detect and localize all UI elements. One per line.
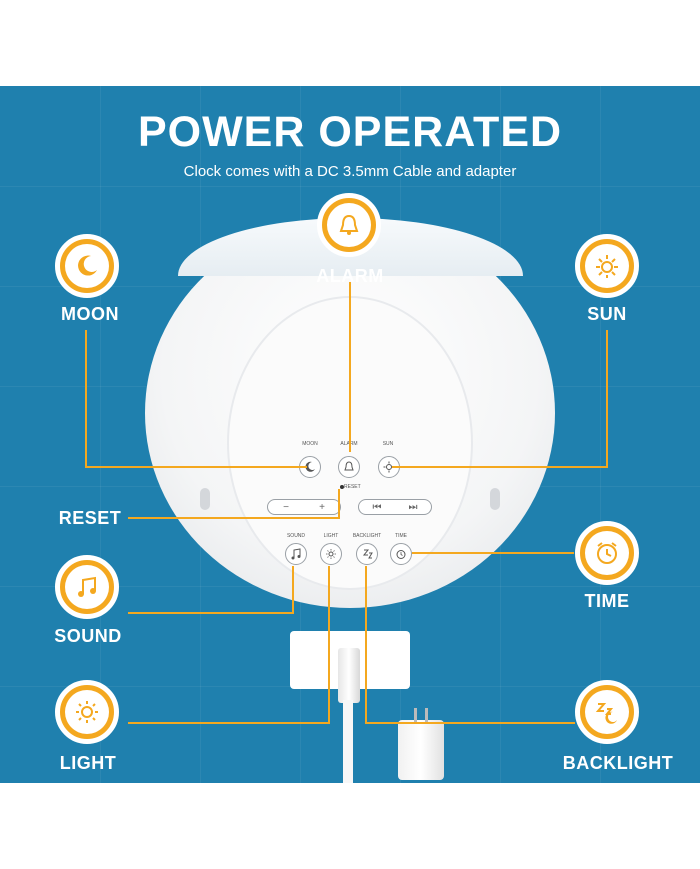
device-track-pill[interactable]: ⏮ ⏭ [358, 499, 432, 515]
light-bulb-icon [76, 701, 98, 723]
moon-feature-badge [55, 234, 119, 298]
connector-sun-vertical [606, 330, 608, 468]
sound-feature-badge [55, 555, 119, 619]
sound-label: SOUND [54, 626, 122, 646]
power-adapter [398, 708, 444, 780]
moon-icon [305, 461, 315, 472]
power-cable [343, 700, 353, 783]
side-vent [200, 488, 210, 510]
connector-light-horizontal [128, 722, 329, 724]
device-backlight-button[interactable] [356, 543, 378, 565]
connector-sound-vertical [292, 566, 294, 614]
grid-line [600, 86, 601, 783]
dc-plug [338, 648, 360, 703]
backlight-feature-badge [575, 680, 639, 744]
connector-moon-vertical [85, 330, 87, 468]
device-label-moon: MOON [302, 441, 318, 447]
reset-label: RESET [58, 508, 122, 528]
connector-reset-horizontal [128, 517, 338, 519]
adapter-prong [425, 708, 428, 722]
light-icon-holder [65, 690, 109, 734]
connector-moon-horizontal [85, 466, 307, 468]
sun-icon-holder [585, 244, 629, 288]
next-track-button[interactable]: ⏭ [408, 501, 418, 513]
minus-button[interactable]: − [283, 501, 289, 513]
clock-icon [396, 550, 406, 559]
device-sun-button[interactable] [378, 456, 400, 478]
device-sound-button[interactable] [285, 543, 307, 565]
time-icon-holder [585, 531, 629, 575]
connector-backlight-vertical [365, 566, 367, 724]
device-label-backlight: BACKLIGHT [352, 533, 382, 539]
connector-reset-vertical [338, 489, 340, 519]
device-label-alarm: ALARM [327, 441, 371, 447]
device-label-light: LIGHT [323, 533, 339, 539]
sleep-moon-icon [362, 549, 373, 559]
device-alarm-button[interactable] [338, 456, 360, 478]
previous-track-button[interactable]: ⏮ [372, 501, 382, 513]
sound-icon-holder [65, 565, 109, 609]
device-label-sun: SUN [382, 441, 394, 447]
connector-time [412, 552, 574, 554]
side-vent [490, 488, 500, 510]
device-light-button[interactable] [320, 543, 342, 565]
device-label-time: TIME [395, 533, 407, 539]
device-time-button[interactable] [390, 543, 412, 565]
moon-icon-holder [65, 244, 109, 288]
sleep-moon-icon [595, 703, 617, 724]
backlight-label: BACKLIGHT [562, 753, 674, 773]
page-title: POWER OPERATED [137, 108, 563, 156]
reset-pinhole[interactable] [340, 485, 344, 489]
connector-sun-horizontal [392, 466, 608, 468]
sun-feature-badge [575, 234, 639, 298]
connector-light-vertical [328, 566, 330, 724]
sun-icon [596, 255, 618, 278]
light-label: LIGHT [59, 753, 117, 773]
device-label-reset: RESET [344, 484, 361, 490]
alarm-bell-icon [339, 214, 359, 235]
light-feature-badge [55, 680, 119, 744]
moon-label: MOON [61, 304, 119, 324]
time-feature-badge [575, 521, 639, 585]
light-bulb-icon [326, 549, 336, 559]
alarm-feature-badge [317, 193, 381, 257]
grid-line [0, 186, 700, 187]
alarm-bell-icon [344, 461, 354, 471]
device-volume-pill[interactable]: − + [267, 499, 341, 515]
music-note-icon [78, 576, 96, 597]
backlight-icon-holder [585, 690, 629, 734]
clock-icon [597, 542, 617, 564]
alarm-label: ALARM [316, 266, 384, 286]
music-note-icon [291, 548, 301, 560]
connector-alarm [349, 282, 351, 452]
moon-icon [78, 255, 97, 276]
time-label: TIME [584, 591, 630, 611]
plus-button[interactable]: + [319, 501, 325, 513]
adapter-prong [414, 708, 417, 722]
sun-icon [383, 461, 395, 473]
sun-label: SUN [587, 304, 627, 324]
connector-sound-horizontal [128, 612, 294, 614]
grid-line [100, 86, 101, 783]
device-label-sound: SOUND [286, 533, 306, 539]
alarm-icon-holder [327, 203, 371, 247]
page-subtitle: Clock comes with a DC 3.5mm Cable and ad… [183, 163, 517, 180]
connector-backlight-horizontal [365, 722, 575, 724]
